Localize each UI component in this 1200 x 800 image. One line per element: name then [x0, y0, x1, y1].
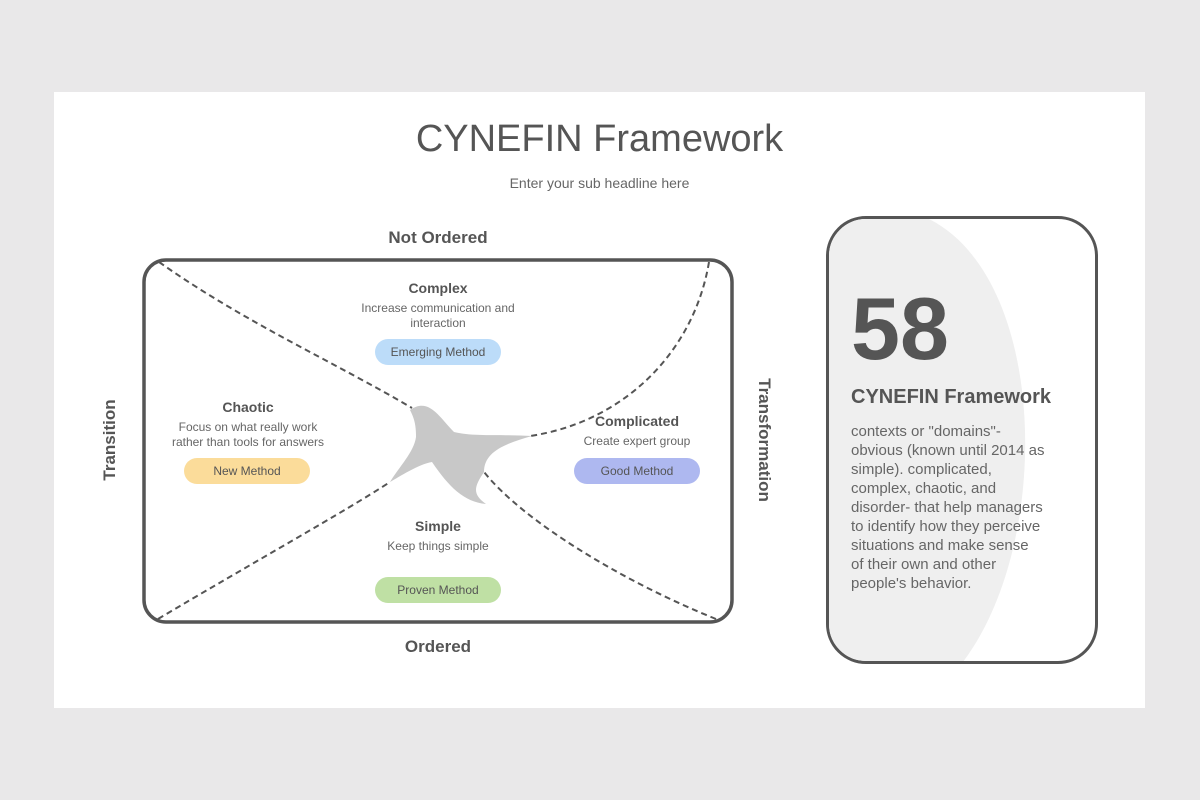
- card-body: contexts or "domains"- obvious (known un…: [851, 422, 1076, 593]
- disorder-shape: [390, 405, 532, 504]
- boundary-top-right: [529, 261, 710, 437]
- card-body-line: of their own and other: [851, 556, 997, 573]
- domain-complex-desc-line1: Increase communication and: [361, 301, 515, 315]
- axis-label-transition: Transition: [100, 399, 119, 481]
- card-body-line: simple). complicated,: [851, 461, 992, 478]
- boundary-top-left: [158, 261, 413, 409]
- slide-subtitle: Enter your sub headline here: [509, 175, 690, 191]
- card-body-line: contexts or "domains"-: [851, 423, 1001, 440]
- domain-chaotic: Chaotic Focus on what really work rather…: [158, 399, 338, 450]
- card-body-line: people's behavior.: [851, 575, 972, 592]
- domain-chaotic-title: Chaotic: [222, 399, 274, 415]
- domain-complicated-title: Complicated: [594, 413, 679, 429]
- card-body-line: disorder- that help managers: [851, 499, 1043, 516]
- card-body-line: situations and make sense: [851, 537, 1029, 554]
- card-body-line: complex, chaotic, and: [851, 480, 997, 497]
- domain-complex-title: Complex: [408, 280, 468, 296]
- card-body-line: obvious (known until 2014 as: [851, 442, 1045, 459]
- card-number: 58: [851, 279, 949, 378]
- domain-chaotic-desc-line2: rather than tools for answers: [171, 435, 325, 449]
- boundary-bottom-right: [483, 471, 717, 620]
- new-method-pill: New Method: [184, 458, 310, 484]
- domain-complicated-desc: Create expert group: [567, 434, 707, 449]
- card-title: CYNEFIN Framework: [851, 386, 1052, 408]
- domain-simple-desc-line1: Keep things simple: [387, 539, 489, 553]
- domain-chaotic-desc: Focus on what really work rather than to…: [158, 420, 338, 450]
- proven-method-pill: Proven Method: [375, 577, 501, 603]
- card-background-shape: [829, 219, 1026, 661]
- info-card: 58 CYNEFIN Framework contexts or "domain…: [826, 216, 1098, 664]
- slide: CYNEFIN Framework Enter your sub headlin…: [54, 92, 1145, 708]
- emerging-method-pill: Emerging Method: [375, 339, 501, 365]
- slide-title: CYNEFIN Framework: [415, 118, 784, 160]
- domain-complicated: Complicated Create expert group: [567, 413, 707, 449]
- domain-chaotic-desc-line1: Focus on what really work: [178, 420, 318, 434]
- axis-label-not-ordered: Not Ordered: [388, 228, 488, 247]
- domain-simple-title: Simple: [415, 518, 461, 534]
- boundary-bottom-left: [157, 481, 391, 620]
- card-body-line: to identify how they perceive: [851, 518, 1041, 535]
- cynefin-diagram: [142, 258, 734, 624]
- domain-complex-desc: Increase communication and interaction: [338, 301, 538, 331]
- domain-complex: Complex Increase communication and inter…: [338, 280, 538, 331]
- axis-label-ordered: Ordered: [404, 637, 472, 656]
- diagram-frame: [142, 258, 734, 624]
- axis-label-transformation: Transformation: [755, 378, 774, 502]
- domain-simple: Simple Keep things simple: [363, 518, 513, 554]
- good-method-pill: Good Method: [574, 458, 700, 484]
- domain-complicated-desc-line1: Create expert group: [583, 434, 691, 448]
- domain-simple-desc: Keep things simple: [363, 539, 513, 554]
- domain-complex-desc-line2: interaction: [410, 316, 466, 330]
